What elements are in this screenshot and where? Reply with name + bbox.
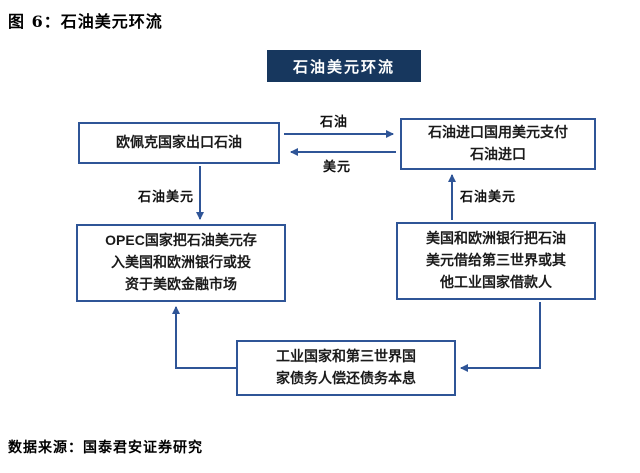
node-text: 欧佩克国家出口石油 — [116, 134, 242, 151]
figure-title: 图 6：石油美元环流 — [8, 12, 163, 31]
node-text: 资于美欧金融市场 — [125, 275, 237, 292]
node-text: 石油进口 — [470, 146, 526, 162]
edge-label-petrodollar-left: 石油美元 — [138, 189, 195, 204]
node-debtor-repay: 工业国家和第三世界国 家债务人偿还债务本息 — [236, 340, 456, 396]
edge-repay-left-connector — [172, 306, 236, 369]
node-opec-deposit: OPEC国家把石油美元存 入美国和欧洲银行或投 资于美欧金融市场 — [76, 224, 286, 302]
node-text: 石油进口国用美元支付 — [428, 124, 568, 141]
node-text: OPEC国家把石油美元存 — [105, 232, 257, 249]
edge-lend-right-connector — [460, 302, 541, 372]
node-text: 他工业国家借款人 — [440, 273, 552, 290]
edge-label-oil: 石油 — [320, 114, 349, 129]
node-importer-pay: 石油进口国用美元支付 石油进口 — [400, 118, 596, 170]
diagram-title-box: 石油美元环流 — [267, 50, 421, 82]
node-text: 家债务人偿还债务本息 — [276, 370, 416, 386]
node-text: 美元借给第三世界或其 — [426, 252, 566, 269]
node-text: 美国和欧洲银行把石油 — [426, 230, 566, 247]
edge-label-dollar: 美元 — [323, 159, 352, 174]
edge-label-petrodollar-right: 石油美元 — [460, 189, 517, 204]
node-text: 工业国家和第三世界国 — [276, 348, 416, 365]
node-opec-export: 欧佩克国家出口石油 — [78, 122, 280, 164]
data-source-note: 数据来源：国泰君安证券研究 — [8, 440, 203, 456]
node-text: 入美国和欧洲银行或投 — [111, 254, 251, 271]
node-bank-lend: 美国和欧洲银行把石油 美元借给第三世界或其 他工业国家借款人 — [396, 222, 596, 300]
